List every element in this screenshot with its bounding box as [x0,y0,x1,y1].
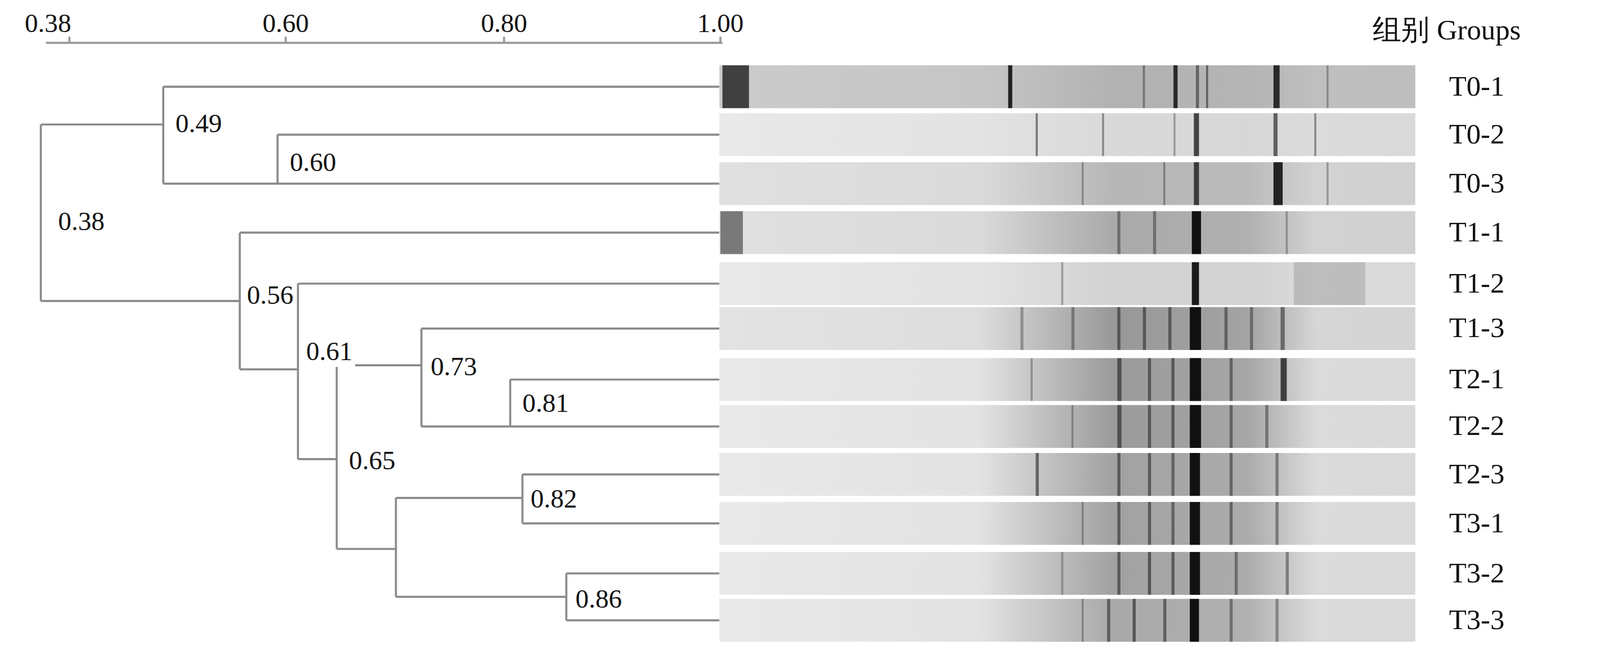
node-value: 0.65 [346,446,398,477]
group-label: T0-1 [1449,70,1505,103]
node-value: 0.73 [428,352,480,383]
node-value: 0.56 [244,281,296,311]
gel-lane [719,598,1416,642]
node-value: 0.86 [573,585,625,615]
axis-tick-label: 0.60 [262,10,309,40]
node-value: 0.81 [520,389,572,419]
gel-lane [719,453,1416,496]
gel-lane [719,262,1416,306]
group-label: T3-1 [1449,507,1505,540]
group-label: T3-3 [1449,604,1505,636]
group-label: T2-3 [1449,458,1505,491]
dgge-gel [719,65,1416,642]
gel-lane [719,113,1416,156]
gel-lane [719,552,1416,595]
node-value: 0.49 [173,109,224,140]
similarity-axis [46,36,723,43]
node-value: 0.60 [287,148,339,178]
node-value: 0.61 [303,337,355,367]
node-value: 0.38 [56,207,107,237]
node-value: 0.82 [528,485,580,515]
group-label: T2-2 [1449,410,1505,443]
axis-tick-label: 0.38 [24,10,71,40]
gel-lane [719,357,1416,401]
gel-lane [719,211,1416,254]
gel-lane [719,405,1416,448]
gel-lane [719,65,1416,109]
group-label: T1-2 [1449,267,1505,300]
gel-lane [719,502,1416,545]
group-label: T0-2 [1449,118,1505,151]
group-label: T2-1 [1449,364,1505,396]
column-header: 组别 Groups [1372,14,1522,47]
group-label: T1-3 [1449,312,1505,345]
axis-tick-label: 1.00 [697,10,744,40]
dendrogram-branches [41,86,720,621]
gel-lane [719,162,1416,205]
gel-lane [719,307,1416,351]
group-label: T3-2 [1449,557,1505,590]
group-label: T1-1 [1449,216,1505,249]
axis-tick-label: 0.80 [480,10,527,40]
group-label: T0-3 [1449,167,1505,200]
